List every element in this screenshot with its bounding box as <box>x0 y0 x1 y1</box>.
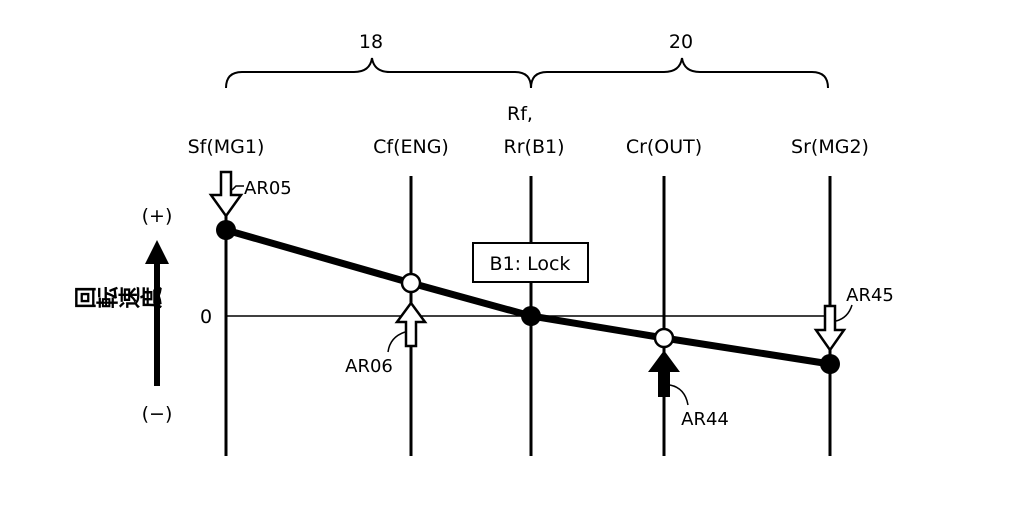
label-ar06: AR06 <box>345 356 393 377</box>
brace-label-18: 18 <box>359 31 383 53</box>
lock-box-label: B1: Lock <box>490 253 571 275</box>
axis-label-cr: Cr(OUT) <box>626 136 702 158</box>
brace-label-20: 20 <box>669 31 693 53</box>
minus-label: (−) <box>142 403 173 425</box>
brace-20 <box>530 57 829 89</box>
label-ar05: AR05 <box>244 178 292 199</box>
point-cf <box>400 272 422 294</box>
plus-label: (+) <box>142 205 173 227</box>
up-arrow-icon <box>145 240 169 264</box>
point-sf <box>216 220 236 240</box>
axis-label-rr: Rr(B1) <box>504 136 565 158</box>
label-ar44: AR44 <box>681 409 729 430</box>
point-sr <box>820 354 840 374</box>
hollow-down-arrow-icon <box>813 304 847 353</box>
zero-label: 0 <box>200 306 212 328</box>
axis-label-sf: Sf(MG1) <box>188 136 265 158</box>
axis-label-sr: Sr(MG2) <box>791 136 869 158</box>
leader-ar05 <box>231 185 244 191</box>
hollow-down-arrow-icon <box>208 170 244 219</box>
point-rr <box>521 306 541 326</box>
axis-label-cf: Cf(ENG) <box>373 136 449 158</box>
brace-18 <box>225 57 532 89</box>
leader-ar45 <box>835 304 853 322</box>
hollow-up-arrow-icon <box>394 300 428 348</box>
label-ar45: AR45 <box>846 285 894 306</box>
solid-up-arrow-icon <box>648 350 680 397</box>
y-axis-title: 回転速度 <box>74 287 163 313</box>
leader-ar06 <box>387 331 406 353</box>
point-cr <box>653 327 675 349</box>
lock-box <box>472 242 589 283</box>
axis-label-rf: Rf, <box>507 103 533 125</box>
leader-ar44 <box>669 384 689 406</box>
